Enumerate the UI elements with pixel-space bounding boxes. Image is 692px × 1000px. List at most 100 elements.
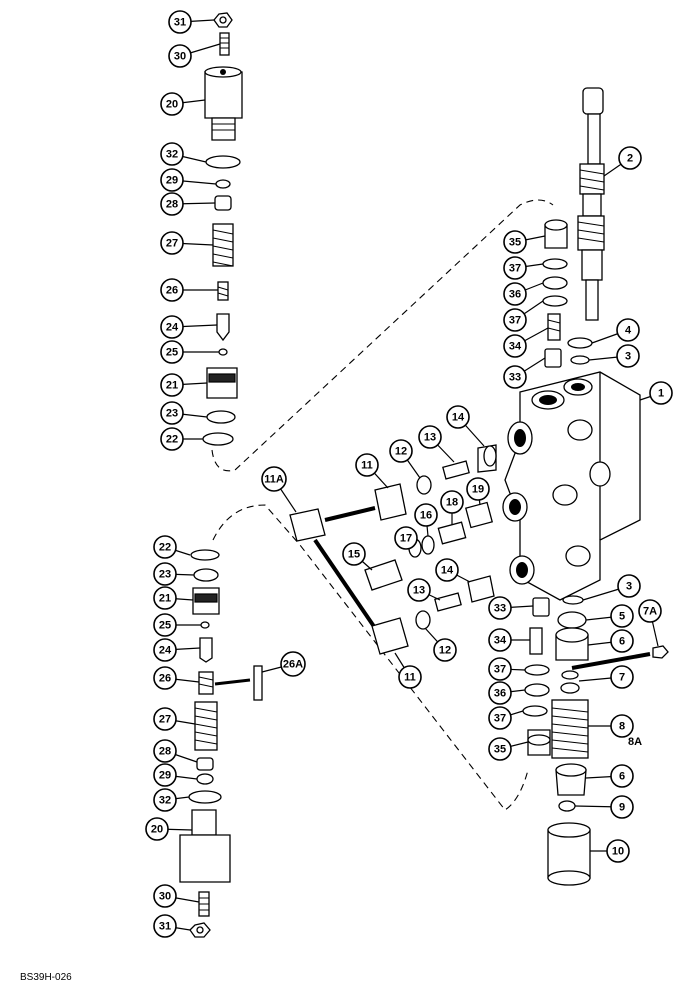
callout-group: 3130203229282726242521232223537363743433… (145, 10, 673, 938)
callout-circle (488, 657, 512, 681)
upper-spool-seal-parts (542, 219, 593, 368)
callout-label-31: 31 (159, 921, 171, 933)
callout-label-37: 37 (494, 713, 506, 725)
callout-label-21: 21 (166, 380, 178, 392)
callout-label-12: 12 (439, 645, 451, 657)
control-spool (577, 87, 605, 321)
callout-label-37: 37 (494, 664, 506, 676)
callout-label-23: 23 (166, 408, 178, 420)
callout-circle (488, 681, 512, 705)
callout-circle (153, 613, 177, 637)
callout-circle (160, 168, 184, 192)
middle-valve-parts (289, 444, 497, 655)
callout-circle (618, 146, 642, 170)
callout-label-35: 35 (509, 237, 521, 249)
callout-circle (160, 92, 184, 116)
callout-label-25: 25 (159, 620, 171, 632)
callout-label-18: 18 (446, 497, 458, 509)
callout-label-13: 13 (424, 432, 436, 444)
callout-label-36: 36 (494, 688, 506, 700)
callout-label-30: 30 (159, 891, 171, 903)
callout-circle (160, 427, 184, 451)
callout-label-14: 14 (452, 412, 465, 424)
figure-code: BS39H-026 (20, 972, 72, 983)
callout-label-7a: 7A (643, 606, 657, 618)
callout-circle (153, 586, 177, 610)
callout-label-17: 17 (400, 533, 412, 545)
callout-circle (168, 44, 192, 68)
callout-circle (261, 466, 287, 492)
valve-body (502, 371, 641, 601)
callout-circle (433, 638, 457, 662)
callout-circle (153, 914, 177, 938)
callout-label-13: 13 (413, 585, 425, 597)
callout-label-36: 36 (509, 289, 521, 301)
callout-label-12: 12 (395, 446, 407, 458)
callout-circle (153, 707, 177, 731)
callout-circle (488, 706, 512, 730)
callout-label-28: 28 (166, 199, 178, 211)
callout-label-35: 35 (494, 744, 506, 756)
callout-label-8: 8 (619, 721, 625, 733)
callout-circle (160, 192, 184, 216)
callout-label-21: 21 (159, 593, 171, 605)
dashed-connector-lower (212, 504, 529, 811)
callout-label-23: 23 (159, 569, 171, 581)
callout-label-20: 20 (166, 99, 178, 111)
callout-circle (503, 365, 527, 389)
callout-label-5: 5 (619, 611, 625, 623)
callout-circle (616, 318, 640, 342)
callout-label-28: 28 (159, 746, 171, 758)
callout-circle (610, 665, 634, 689)
callout-circle (414, 503, 438, 527)
label-8a: 8A (628, 736, 642, 748)
callout-label-34: 34 (509, 341, 522, 353)
callout-circle (153, 535, 177, 559)
callout-circle (610, 629, 634, 653)
callout-circle (638, 599, 662, 623)
callout-label-32: 32 (166, 149, 178, 161)
callout-label-30: 30 (174, 51, 186, 63)
callout-label-22: 22 (166, 434, 178, 446)
callout-label-20: 20 (151, 824, 163, 836)
callout-circle (446, 405, 470, 429)
callout-label-27: 27 (159, 714, 171, 726)
callout-circle (355, 453, 379, 477)
callout-label-6: 6 (619, 636, 625, 648)
callout-circle (617, 574, 641, 598)
callout-label-29: 29 (166, 175, 178, 187)
lower-relief-valve-stack (179, 549, 263, 938)
callout-circle (160, 373, 184, 397)
callout-circle (160, 401, 184, 425)
callout-label-11: 11 (361, 460, 373, 472)
callout-label-24: 24 (159, 645, 172, 657)
callout-label-37: 37 (509, 315, 521, 327)
callout-circle (153, 562, 177, 586)
callout-circle (153, 788, 177, 812)
upper-relief-valve-stack (202, 12, 243, 446)
callout-label-31: 31 (174, 17, 186, 29)
callout-label-27: 27 (166, 238, 178, 250)
callout-circle (398, 665, 422, 689)
callout-label-25: 25 (166, 347, 178, 359)
callout-circle (168, 10, 192, 34)
callout-circle (610, 604, 634, 628)
callout-circle (503, 282, 527, 306)
callout-circle (610, 795, 634, 819)
callout-circle (488, 737, 512, 761)
callout-circle (503, 256, 527, 280)
callout-circle (435, 558, 459, 582)
callout-circle (610, 764, 634, 788)
callout-circle (153, 884, 177, 908)
callout-label-3: 3 (626, 581, 632, 593)
callout-circle (616, 344, 640, 368)
callout-circle (153, 763, 177, 787)
callout-label-2: 2 (627, 153, 633, 165)
callout-label-26: 26 (159, 673, 171, 685)
callout-label-24: 24 (166, 322, 179, 334)
callout-label-11a: 11A (264, 474, 284, 486)
callout-circle (407, 578, 431, 602)
callout-label-32: 32 (159, 795, 171, 807)
callout-label-37: 37 (509, 263, 521, 275)
